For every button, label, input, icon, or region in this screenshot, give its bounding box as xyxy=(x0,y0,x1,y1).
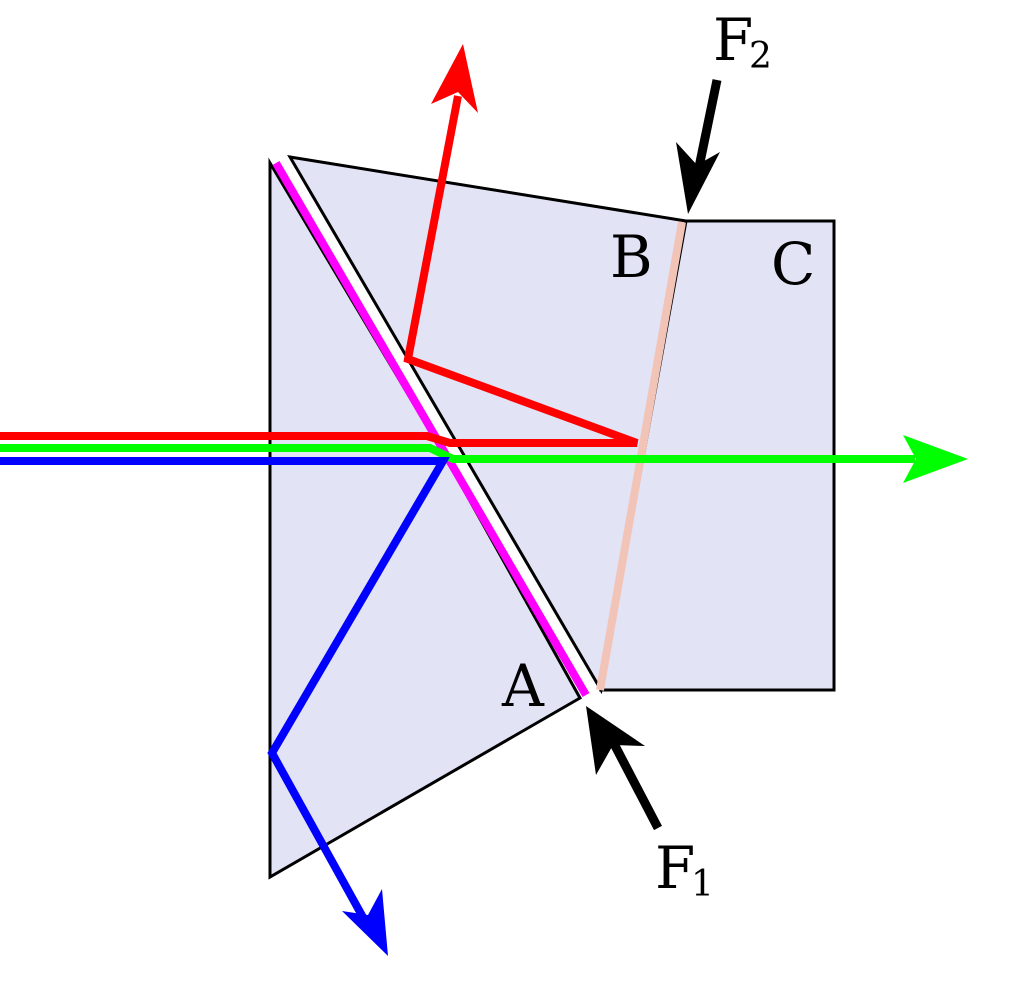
red-arrowhead xyxy=(431,44,478,113)
force-1-letter: F xyxy=(655,834,695,902)
green-arrowhead xyxy=(903,435,968,483)
force-2-arrowhead xyxy=(676,142,720,214)
force-2-letter: F xyxy=(713,6,753,74)
force-1-arrow-shaft xyxy=(607,735,662,831)
force-1-arrowhead xyxy=(586,706,645,775)
force-2-arrow-shaft xyxy=(693,79,722,173)
force-1-subscript: 1 xyxy=(691,864,714,905)
force-2-label: F 2 xyxy=(713,6,772,77)
prism-c-label: C xyxy=(771,230,815,298)
prism-a-label: A xyxy=(501,652,545,720)
force-2-subscript: 2 xyxy=(749,36,772,77)
blue-arrowhead xyxy=(342,889,388,956)
dichroic-coating-a-b xyxy=(272,160,590,698)
prism-b-label: B xyxy=(610,223,653,291)
red-beam xyxy=(0,95,639,447)
green-beam xyxy=(0,444,915,463)
force-1-label: F 1 xyxy=(655,834,714,905)
blue-beam xyxy=(0,457,450,932)
